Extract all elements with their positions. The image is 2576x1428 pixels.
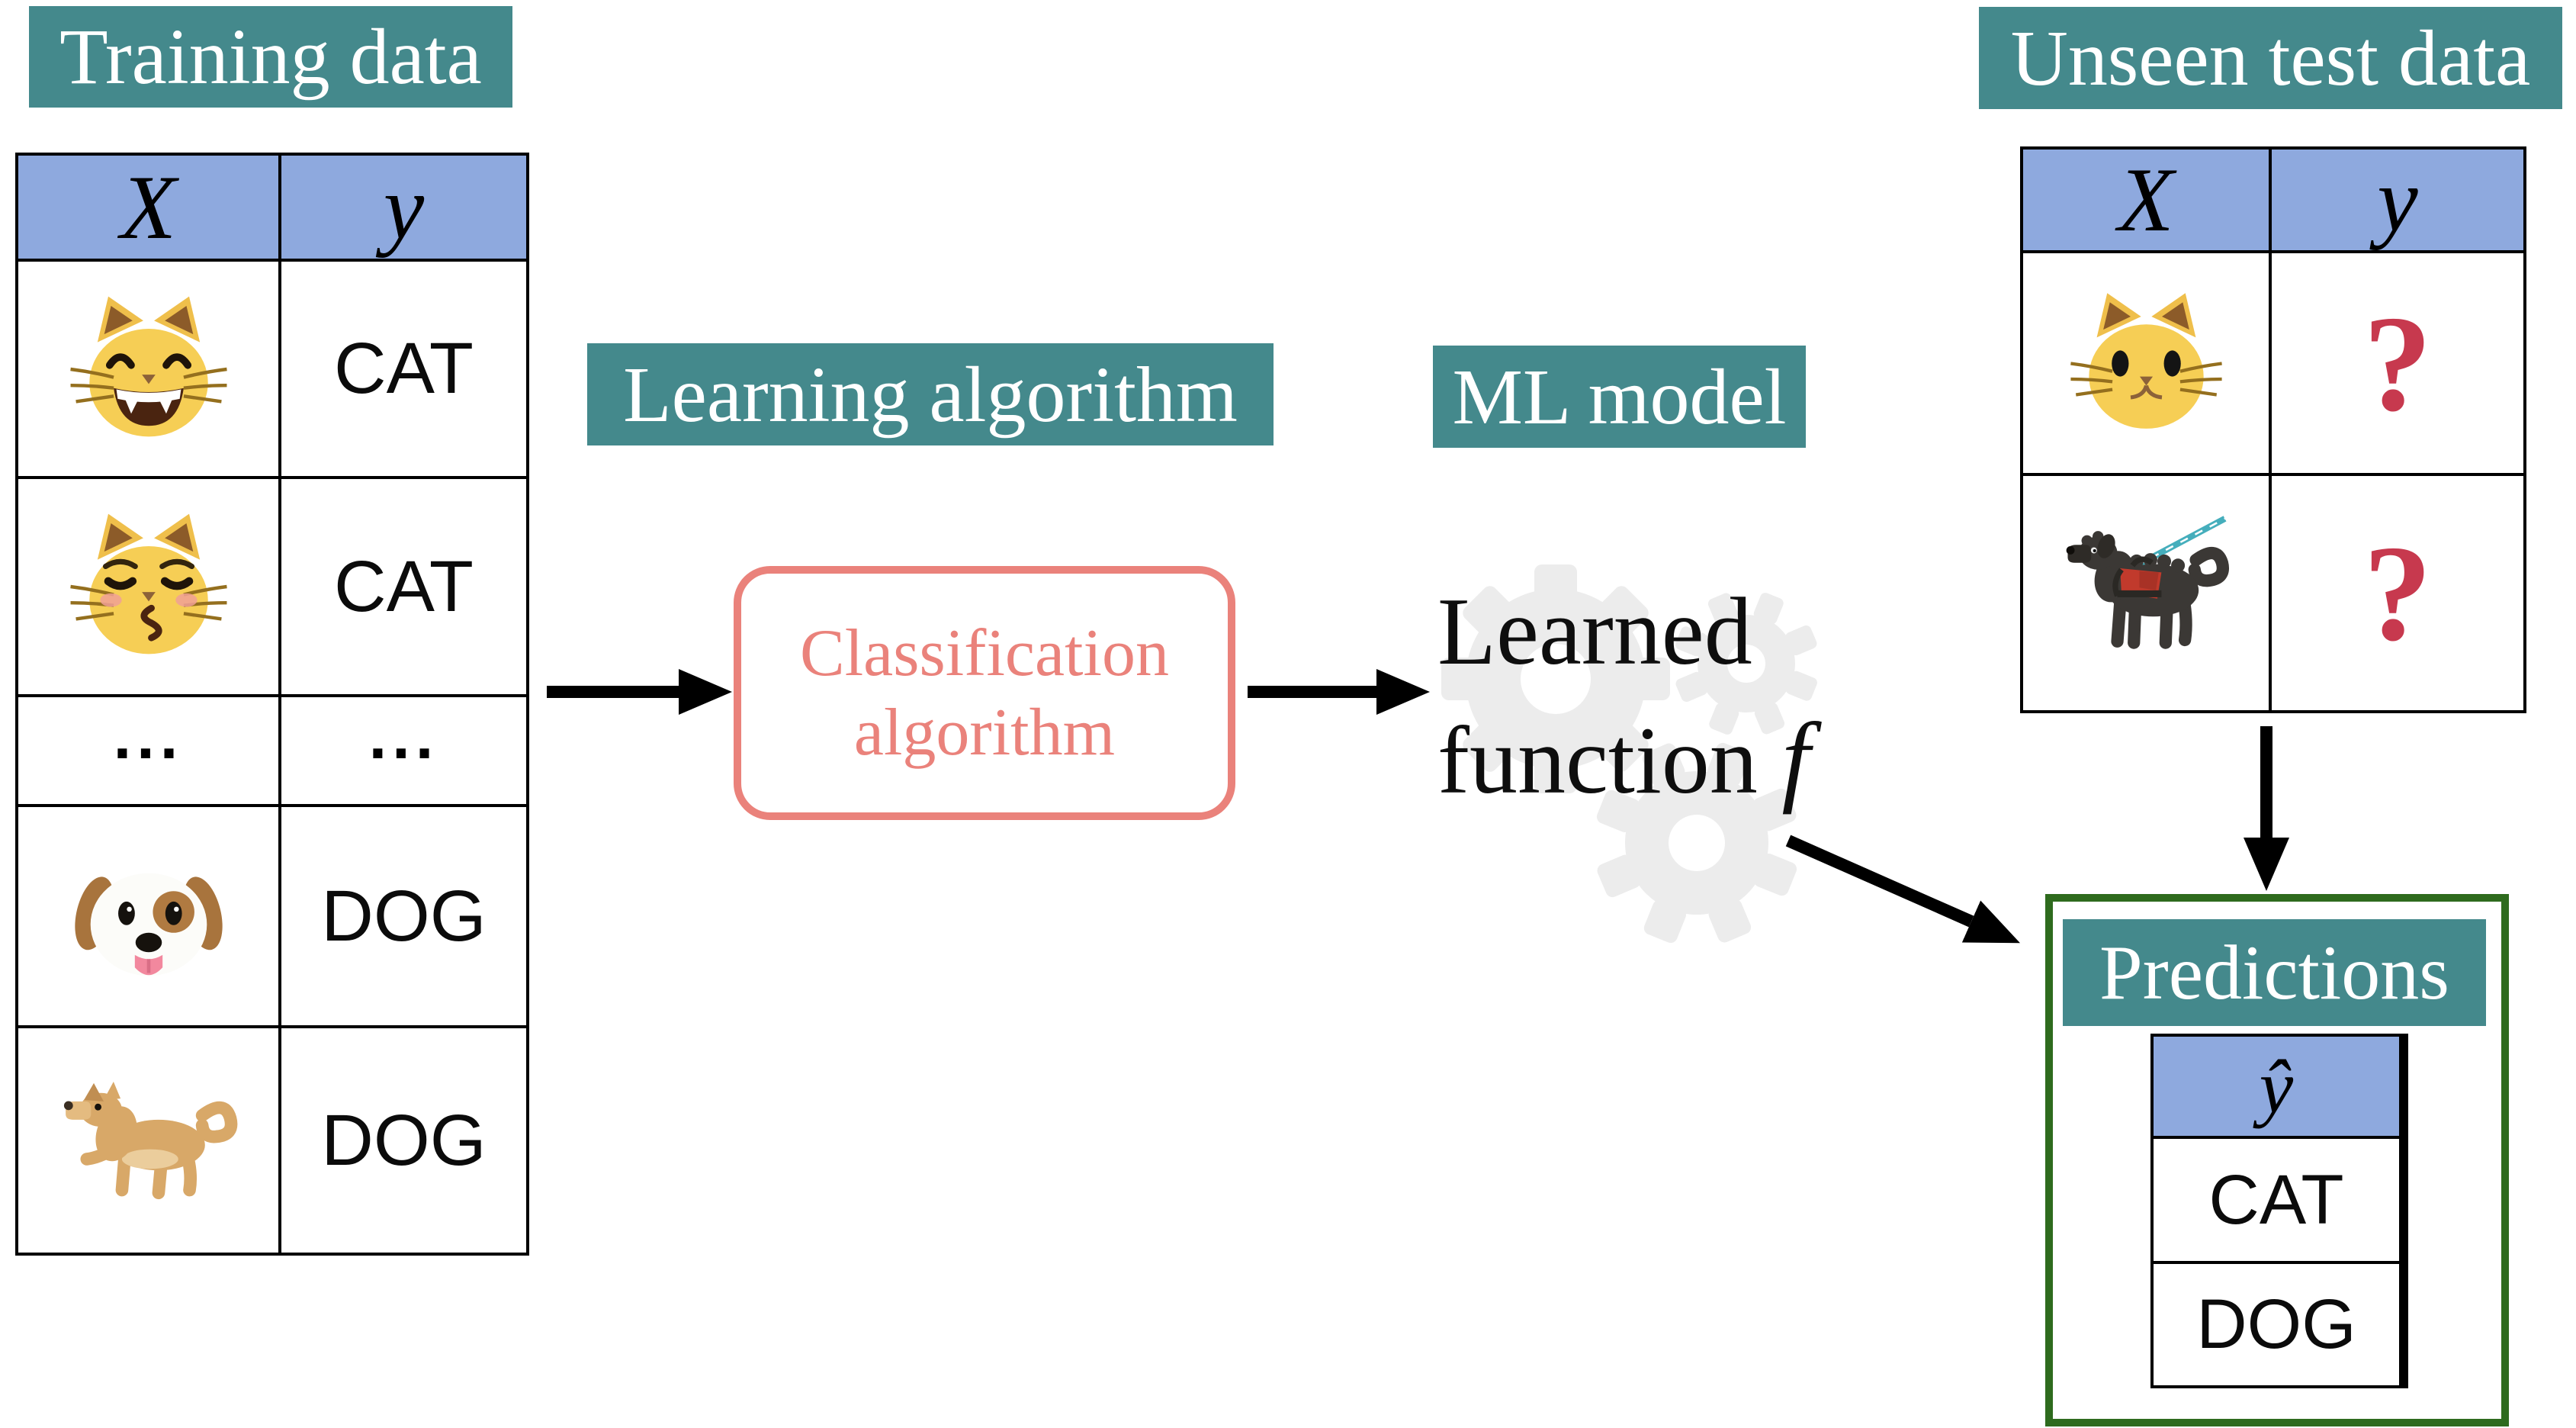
training-row1-label: CAT — [281, 262, 526, 476]
training-row3-label: ... — [281, 697, 526, 804]
classification-box-line2: algorithm — [853, 695, 1116, 770]
cat-face-emoji — [2070, 292, 2222, 429]
predictions-row1-label: CAT — [2154, 1139, 2399, 1261]
gear-large — [1441, 564, 1670, 793]
training-data-table: X y CAT — [15, 153, 529, 1256]
training-col-header-x: X — [18, 156, 278, 259]
unseen-test-data-label: Unseen test data — [1979, 7, 2562, 109]
gear-small — [1675, 593, 1817, 735]
learned-function-caption: Learned function f — [1437, 571, 1810, 824]
kissing-cat-emoji — [69, 513, 227, 654]
test-row1-x — [2023, 253, 2269, 473]
training-row2-label: CAT — [281, 479, 526, 694]
training-row5-label: DOG — [281, 1028, 526, 1253]
training-data-label: Training data — [29, 6, 512, 108]
learned-line2: function — [1437, 708, 1782, 815]
test-col-header-x: X — [2023, 150, 2269, 250]
learned-line1: Learned — [1437, 579, 1752, 685]
predictions-col-header-yhat: ŷ — [2154, 1037, 2399, 1136]
training-row1-x — [18, 262, 278, 476]
test-row2-unknown-label: ? — [2272, 476, 2523, 710]
test-row1-unknown-label: ? — [2272, 253, 2523, 473]
classification-algorithm-box: Classification algorithm — [734, 566, 1235, 820]
test-row2-x — [2023, 476, 2269, 710]
ml-model-label: ML model — [1433, 346, 1806, 448]
dog-emoji — [63, 1081, 237, 1199]
training-row4-label: DOG — [281, 807, 526, 1025]
grinning-cat-emoji — [69, 296, 227, 436]
unseen-test-data-table: X y ? — [2020, 146, 2526, 713]
predictions-label: Predictions — [2063, 919, 2486, 1026]
training-col-header-y: y — [281, 156, 526, 259]
training-row2-x — [18, 479, 278, 694]
function-f-symbol: f — [1781, 702, 1810, 815]
training-row5-x — [18, 1028, 278, 1253]
dog-face-emoji — [74, 873, 223, 976]
service-dog-emoji — [2066, 516, 2229, 649]
predictions-row2-label: DOG — [2154, 1264, 2399, 1385]
gears-icon — [1441, 564, 1817, 944]
training-row3-x: ... — [18, 697, 278, 804]
learning-algorithm-label: Learning algorithm — [587, 343, 1274, 445]
arrow-function-to-predictions — [1785, 835, 2021, 944]
gear-medium — [1596, 742, 1797, 944]
test-col-header-y: y — [2272, 150, 2523, 250]
classification-box-line1: Classification — [800, 616, 1169, 690]
training-row4-x — [18, 807, 278, 1025]
predictions-table: ŷ CAT DOG — [2150, 1034, 2408, 1388]
